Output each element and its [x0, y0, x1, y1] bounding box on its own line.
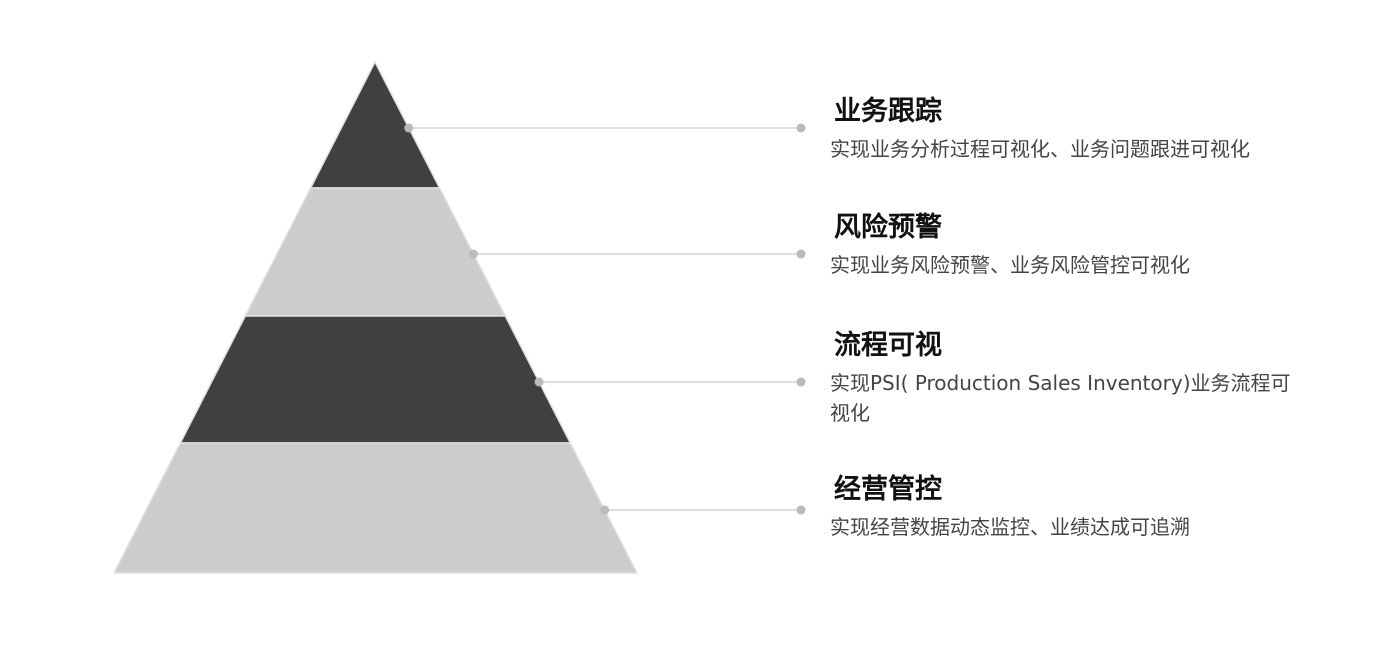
level-item-risk-warning: 风险预警 实现业务风险预警、业务风险管控可视化: [830, 212, 1310, 280]
pyramid-layer-risk-warning: [244, 187, 507, 317]
connector-start-dot-operations-control: [600, 505, 610, 515]
level-item-operations-control: 经营管控 实现经营数据动态监控、业绩达成可追溯: [830, 474, 1310, 542]
pyramid-layer-business-tracking: [309, 60, 441, 189]
connector-start-dot-process-visibility: [534, 377, 544, 387]
level-description: 实现业务风险预警、业务风险管控可视化: [830, 253, 1190, 278]
level-title: 风险预警: [834, 212, 942, 243]
level-description: 实现业务分析过程可视化、业务问题跟进可视化: [830, 137, 1250, 162]
level-title: 业务跟踪: [834, 96, 942, 127]
level-description: 实现经营数据动态监控、业绩达成可追溯: [830, 515, 1190, 540]
connector-end-dot-business-tracking: [796, 123, 806, 133]
pyramid: [112, 60, 639, 574]
connector-end-dot-process-visibility: [796, 377, 806, 387]
connector-end-dot-risk-warning: [796, 249, 806, 259]
connectors: [404, 123, 806, 515]
level-description: 实现PSI( Production Sales Inventory)业务流程可视…: [830, 371, 1291, 426]
pyramid-layer-operations-control: [112, 442, 639, 574]
connector-start-dot-business-tracking: [404, 123, 414, 133]
connector-end-dot-operations-control: [796, 505, 806, 515]
pyramid-layer-process-visibility: [179, 315, 572, 444]
level-item-process-visibility: 流程可视 实现PSI( Production Sales Inventory)业…: [830, 330, 1310, 428]
connector-start-dot-risk-warning: [468, 249, 478, 259]
level-title: 流程可视: [834, 330, 942, 361]
level-item-business-tracking: 业务跟踪 实现业务分析过程可视化、业务问题跟进可视化: [830, 96, 1310, 164]
level-title: 经营管控: [834, 474, 942, 505]
